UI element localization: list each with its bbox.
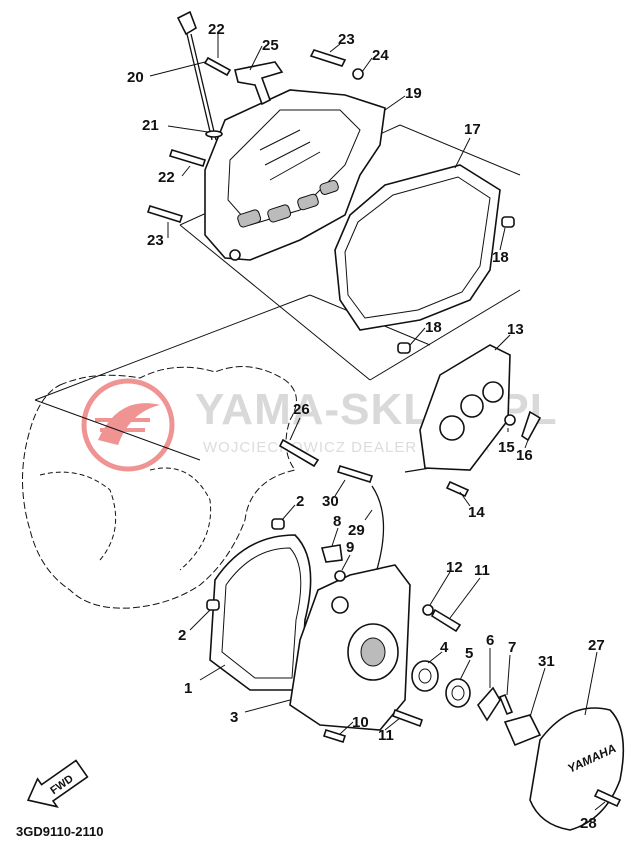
callout-2-top: 2	[296, 493, 304, 510]
callout-4: 4	[440, 639, 449, 656]
part-bolt-11a	[391, 708, 424, 728]
callout-9: 9	[346, 539, 354, 556]
part-seal-5	[445, 678, 471, 708]
callout-18-right: 18	[492, 249, 509, 266]
callout-26: 26	[293, 401, 310, 418]
callout-11-upper: 11	[474, 562, 490, 579]
callout-22-mid: 22	[158, 169, 175, 186]
part-crankcase-cover-19	[204, 89, 386, 261]
callout-23-top: 23	[338, 31, 355, 48]
crankcase-outline	[22, 366, 297, 609]
callout-17: 17	[464, 121, 481, 138]
part-bolt-11b	[430, 608, 462, 633]
part-crankcase-cover-3	[289, 564, 411, 731]
callout-12: 12	[446, 559, 463, 576]
part-dowel-2b	[206, 599, 220, 611]
callout-1: 1	[184, 680, 192, 697]
part-spacer-31	[503, 714, 542, 747]
part-washer-12	[422, 604, 434, 616]
callout-8: 8	[333, 513, 341, 530]
callout-3: 3	[230, 709, 238, 726]
callout-29: 29	[348, 522, 365, 539]
callout-10: 10	[352, 714, 369, 731]
part-bolts-upper	[146, 49, 364, 223]
callouts: 20 22 25 23 24 19 21 22 23 17 18 18 13 2…	[127, 21, 605, 832]
callout-13: 13	[507, 321, 524, 338]
callout-2-low: 2	[178, 627, 186, 644]
part-oring-9	[334, 570, 346, 582]
part-oring-21	[205, 130, 223, 138]
part-gasket-17	[334, 164, 501, 331]
part-cover-13	[404, 344, 511, 473]
part-bolt-10	[322, 729, 347, 743]
callout-23-low: 23	[147, 232, 164, 249]
part-bolt-14	[445, 480, 470, 498]
diagram-code: 3GD9110-2110	[16, 824, 103, 839]
fwd-arrow: FWD	[26, 759, 89, 808]
part-bracket-25	[234, 61, 284, 106]
part-cover-27: YAMAHA	[529, 707, 625, 831]
part-dipstick-20	[176, 10, 217, 141]
part-plug-8	[320, 544, 343, 563]
callout-31: 31	[538, 653, 555, 670]
part-washer-15	[504, 414, 516, 426]
callout-5: 5	[465, 645, 473, 662]
callout-18-low: 18	[425, 319, 442, 336]
callout-15: 15	[498, 439, 515, 456]
callout-27: 27	[588, 637, 605, 654]
leader-lines	[149, 34, 606, 811]
watermark-logo	[81, 378, 175, 472]
watermark-subtitle: WOJCIECHOWICZ DEALER YAMAHA	[203, 439, 490, 456]
callout-20: 20	[127, 69, 144, 86]
callout-14: 14	[468, 504, 485, 521]
callout-22-top: 22	[208, 21, 225, 38]
callout-24: 24	[372, 47, 389, 64]
part-dowel-18a	[501, 216, 515, 228]
part-dowel-2a	[271, 518, 285, 530]
callout-25: 25	[262, 37, 279, 54]
callout-28: 28	[580, 815, 597, 832]
callout-6: 6	[486, 632, 494, 649]
part-bolt-28	[593, 788, 622, 808]
part-bearing-4	[411, 660, 439, 692]
part-bolt-7	[498, 693, 514, 716]
callout-11-lower: 11	[378, 727, 394, 744]
callout-30: 30	[322, 493, 339, 510]
part-bracket-6	[477, 686, 501, 722]
callout-19: 19	[405, 85, 422, 102]
callout-7: 7	[508, 639, 516, 656]
part-dowel-18b	[397, 342, 411, 354]
callout-16: 16	[516, 447, 533, 464]
callout-21: 21	[142, 117, 159, 134]
part-bolt-26	[278, 438, 320, 468]
part-bolt-30	[336, 465, 374, 483]
